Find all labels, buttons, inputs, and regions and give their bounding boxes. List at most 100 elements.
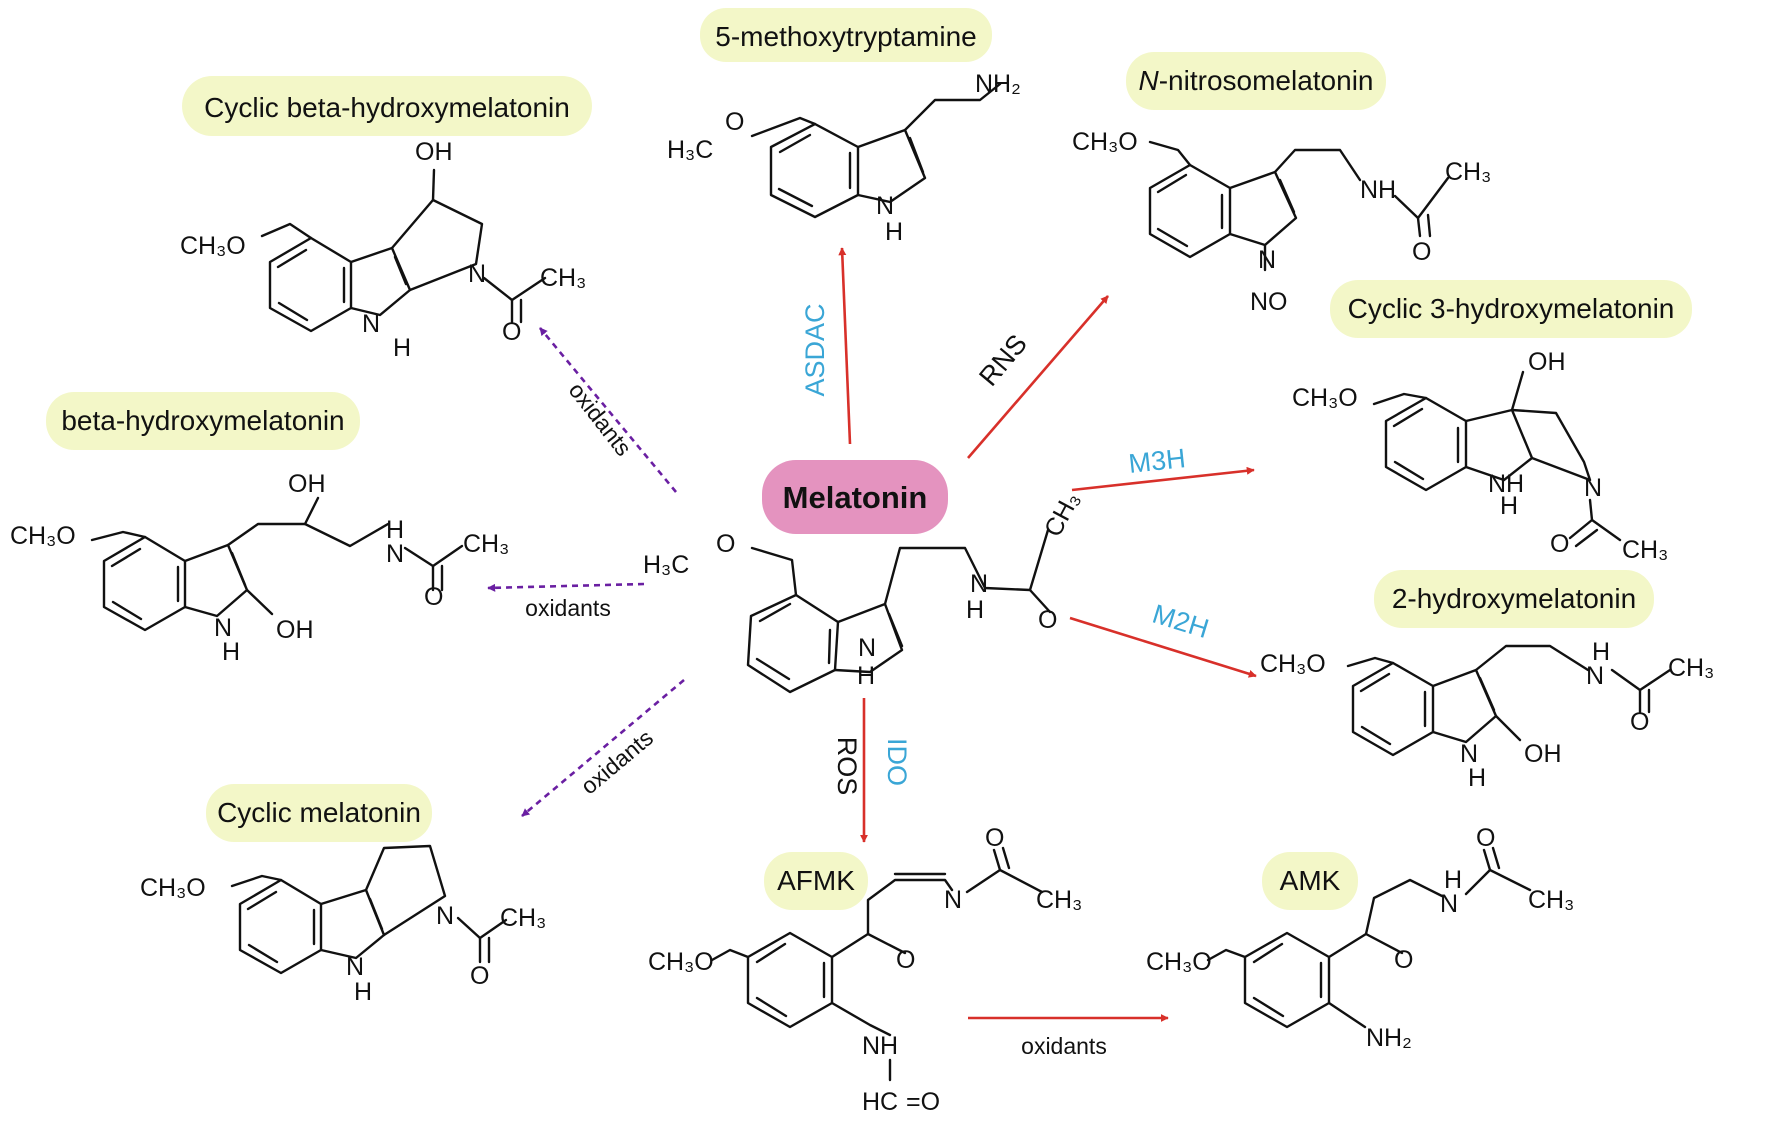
atom-label: N	[1258, 246, 1276, 274]
label-oxidants-afmk-amk: oxidants	[1021, 1033, 1107, 1059]
label-m2h: M2H	[1149, 599, 1212, 644]
bond	[887, 612, 904, 648]
atom-label: N	[1440, 890, 1458, 918]
bond	[1494, 714, 1522, 742]
atom-label: O	[725, 108, 744, 136]
bond	[319, 888, 386, 960]
bond	[268, 236, 353, 333]
bond	[1610, 668, 1672, 692]
label-cyclic-beta-hydroxymelatonin: Cyclic beta-hydroxymelatonin	[182, 76, 592, 136]
bond	[833, 602, 904, 674]
compound-name: Cyclic 3-hydroxymelatonin	[1348, 293, 1675, 324]
arrow-to-methoxytryptamine	[838, 247, 852, 445]
label-ros: ROS	[832, 737, 862, 796]
bond	[393, 255, 408, 286]
atom-label: NH₂	[975, 70, 1021, 98]
atom-label: CH₃	[1668, 654, 1714, 682]
atom-label: NH₂	[1366, 1024, 1412, 1052]
bond	[1392, 407, 1460, 481]
label-oxidants-cyclic-beta: oxidants	[564, 377, 637, 461]
bond	[1252, 942, 1323, 1018]
arrow-to-nitrosomelatonin	[967, 295, 1109, 459]
compound-name: AFMK	[777, 865, 855, 896]
bond	[1364, 878, 1444, 936]
structure-beta-hydroxymelatonin: OH CH₃O H N CH₃ O OH N H	[10, 470, 509, 666]
bond	[746, 931, 834, 1029]
bond	[245, 588, 274, 616]
bond	[1510, 408, 1592, 482]
bond	[230, 874, 283, 888]
structure-afmk: CH₃O N CH₃ O O NH HC =O	[648, 824, 1082, 1116]
bond	[102, 535, 187, 632]
atom-label: N	[944, 886, 962, 914]
label-methoxytryptamine: 5-methoxytryptamine	[700, 8, 992, 62]
atom-label: H	[1592, 638, 1610, 666]
atom-label: N	[214, 614, 232, 642]
bond	[226, 496, 320, 547]
atom-label: CH₃	[1528, 886, 1574, 914]
name-pill	[1262, 852, 1358, 910]
compound-name: Cyclic beta-hydroxymelatonin	[204, 92, 570, 123]
compound-name: AMK	[1280, 865, 1341, 896]
atom-label: O	[985, 824, 1004, 852]
atom-label: CH₃	[1622, 536, 1668, 564]
atom-label: CH₃O	[140, 874, 206, 902]
atom-label: CH₃O	[1072, 128, 1138, 156]
bond	[1359, 672, 1427, 746]
bond	[183, 543, 249, 618]
label-afmk: AFMK	[764, 852, 868, 910]
structure-cyclic-beta-hydroxymelatonin: OH CH₃O N CH₃ O N H	[180, 138, 586, 362]
atom-label: O	[470, 962, 489, 990]
bond	[903, 82, 1002, 132]
bond	[1156, 173, 1224, 248]
atom-label: H	[885, 218, 903, 246]
oxidant-arrow-to-cyclic	[521, 679, 685, 817]
atom-label: NH	[1488, 470, 1524, 498]
bond	[1638, 688, 1651, 714]
atom-label: O	[1038, 606, 1057, 634]
label-rns: RNS	[973, 329, 1033, 392]
bond	[866, 878, 954, 936]
bond	[755, 602, 832, 681]
bond	[276, 248, 346, 322]
structure-nitrosomelatonin: CH₃O NH CH₃ O N NO	[1072, 128, 1491, 316]
structure-methoxytryptamine: O H₃C NH₂ N H	[667, 70, 1021, 246]
label-beta-hydroxymelatonin: beta-hydroxymelatonin	[46, 392, 360, 450]
atom-label: N	[876, 192, 894, 220]
structure-amk: CH₃O H N CH₃ O O NH₂	[1146, 824, 1574, 1052]
name-pill	[206, 784, 432, 842]
label-2-hydroxymelatonin: 2-hydroxymelatonin	[1374, 570, 1654, 628]
atom-label: O	[1476, 824, 1495, 852]
atom-label: N	[970, 570, 988, 598]
bond	[478, 936, 491, 964]
bond	[908, 136, 925, 174]
bond	[1278, 178, 1296, 214]
bond	[755, 942, 826, 1018]
compound-name: Cyclic melatonin	[217, 797, 421, 828]
bond	[246, 890, 316, 964]
atom-label: OH	[1524, 740, 1562, 768]
name-pill	[764, 852, 868, 910]
atom-label: H	[1500, 492, 1518, 520]
compound-name: beta-hydroxymelatonin	[61, 405, 344, 436]
bond	[1568, 518, 1599, 548]
bond	[1478, 676, 1496, 712]
atom-label: O	[1394, 946, 1413, 974]
atom-label: H	[354, 978, 372, 1006]
atom-label: H₃C	[667, 136, 713, 164]
bond	[1384, 396, 1468, 492]
atom-label: O	[424, 583, 443, 611]
bond	[1474, 644, 1590, 672]
bond	[746, 593, 840, 694]
atom-label: N	[858, 634, 876, 662]
arrow-to-2-hydroxymelatonin	[1069, 616, 1257, 678]
bond	[230, 551, 247, 587]
atom-label: H	[393, 334, 411, 362]
bond	[1372, 392, 1428, 406]
atom-label: O	[1550, 530, 1569, 558]
bond	[303, 522, 390, 548]
bond	[830, 932, 907, 959]
melatonin-pill	[762, 460, 948, 534]
bond	[364, 844, 447, 937]
